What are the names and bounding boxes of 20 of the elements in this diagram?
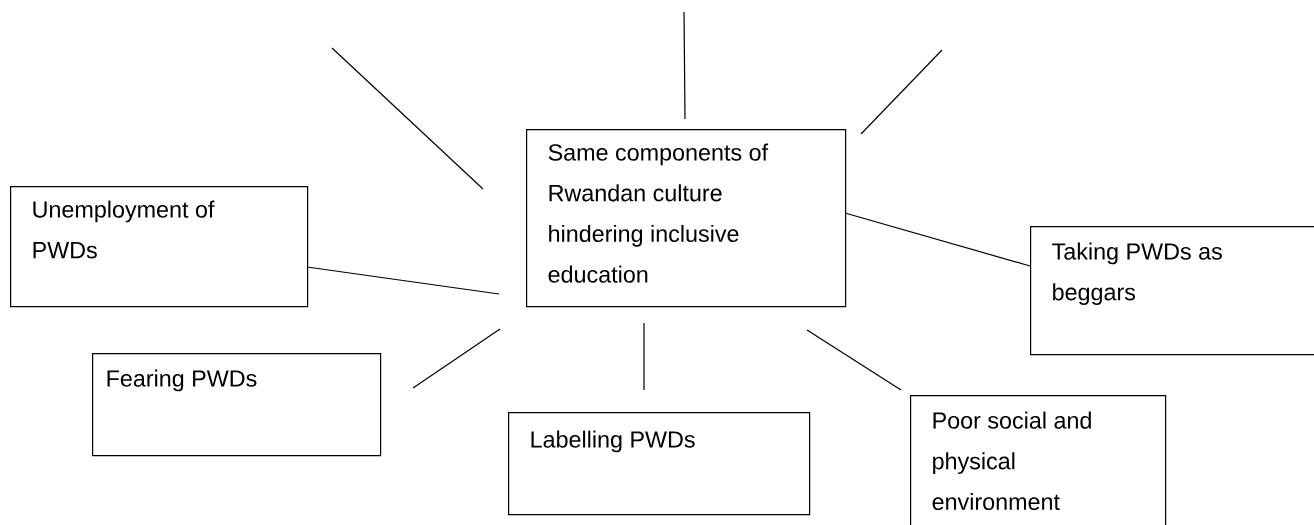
node-text: Taking PWDs as beggars <box>1052 242 1222 306</box>
connector-line <box>643 322 645 391</box>
connector-line <box>331 47 484 190</box>
text-box <box>1030 226 1314 356</box>
connector-line <box>860 49 943 135</box>
text-box <box>526 129 847 308</box>
text-box <box>910 395 1167 525</box>
connector-line <box>844 212 1031 267</box>
node-text: Fearing PWDs <box>107 369 257 392</box>
connector-line <box>412 328 501 389</box>
node-text: Unemployment of PWDs <box>33 200 215 259</box>
connector-line <box>306 266 500 295</box>
text-box <box>92 353 382 457</box>
node-text: Same components of Rwandan culture hindering inclusive education <box>548 143 769 283</box>
text-box <box>508 412 811 516</box>
text-box <box>10 186 309 308</box>
node-text: Labelling PWDs <box>531 430 695 453</box>
node-text: Poor social and physical environment <box>932 411 1091 511</box>
connector-line <box>806 329 902 391</box>
connector-line <box>683 11 686 120</box>
